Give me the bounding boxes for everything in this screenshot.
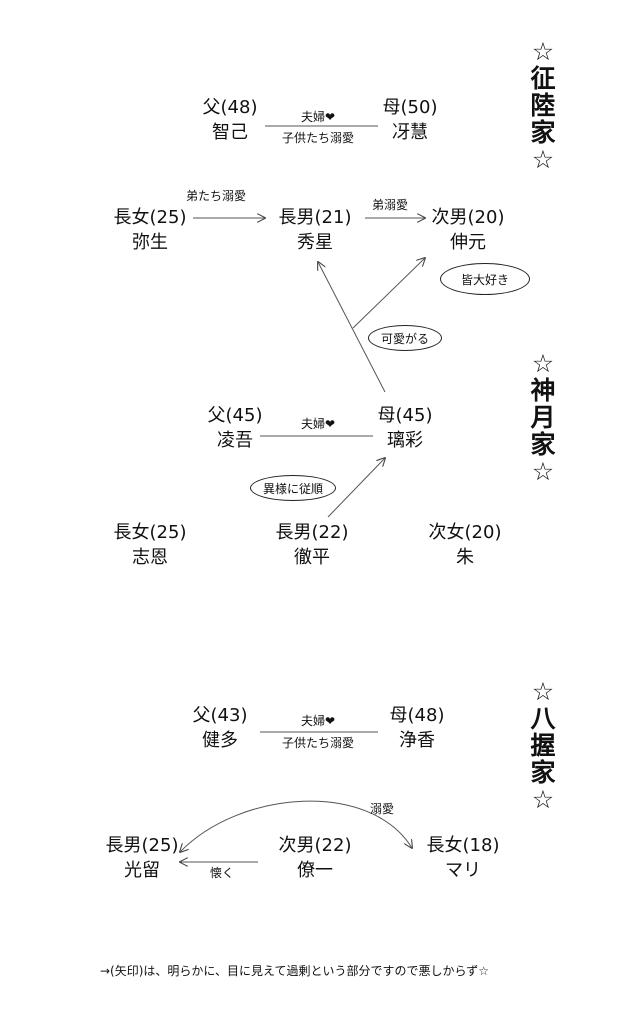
family-title-yatsuka: ☆ 八 握 家 ☆ xyxy=(530,677,556,814)
arrow-mitsuru-to-mari xyxy=(180,800,412,852)
arrow-teppei-to-risa xyxy=(327,458,385,518)
couple-label-seiriku: 夫婦❤ xyxy=(300,110,336,124)
father-tomomi: 父(48) 智己 xyxy=(202,97,258,143)
child-ryoichi: 次男(22) 僚一 xyxy=(278,835,352,881)
mother-kyoka: 母(48) 浄香 xyxy=(389,705,445,751)
label-everyone-love: 皆大好き xyxy=(440,263,530,295)
family-title-seiriku: ☆ 征 陸 家 ☆ xyxy=(530,37,556,174)
label-brother-love: 弟溺愛 xyxy=(371,198,409,212)
family-title-kamitsuki: ☆ 神 月 家 ☆ xyxy=(530,349,556,486)
children-love-label-seiriku: 子供たち溺愛 xyxy=(281,131,355,145)
child-mari: 長女(18) マリ xyxy=(426,835,500,881)
heart-icon: ❤ xyxy=(324,110,336,124)
father-ryogo: 父(45) 凌吾 xyxy=(207,405,263,451)
child-nobuchika: 次男(20) 伸元 xyxy=(431,207,505,253)
arrow-risa-to-shusei xyxy=(318,262,386,393)
child-shusei: 長男(21) 秀星 xyxy=(278,207,352,253)
mother-risa: 母(45) 璃彩 xyxy=(377,405,433,451)
label-obey: 異様に従順 xyxy=(250,475,336,501)
heart-icon: ❤ xyxy=(324,417,336,431)
child-teppei: 長男(22) 徹平 xyxy=(275,522,349,568)
child-mitsuru: 長男(25) 光留 xyxy=(105,835,179,881)
mother-saeki: 母(50) 冴慧 xyxy=(382,97,438,143)
footer-note: →(矢印)は、明らかに、目に見えて過剰という部分ですので悪しからず☆ xyxy=(100,964,489,978)
arrow-risa-to-nobuchika xyxy=(352,258,425,329)
child-yayoi: 長女(25) 弥生 xyxy=(113,207,187,253)
father-kenta: 父(43) 健多 xyxy=(192,705,248,751)
heart-icon: ❤ xyxy=(324,714,336,728)
label-cute: 可愛がる xyxy=(368,325,442,351)
label-elder-to-brothers: 弟たち溺愛 xyxy=(185,189,247,203)
child-shion: 長女(25) 志恩 xyxy=(113,522,187,568)
couple-label-kamitsuki: 夫婦❤ xyxy=(300,417,336,431)
couple-label-yatsuka: 夫婦❤ xyxy=(300,714,336,728)
label-dote: 溺愛 xyxy=(369,802,395,816)
children-love-label-yatsuka: 子供たち溺愛 xyxy=(281,736,355,750)
label-attached: 懐く xyxy=(209,866,235,880)
child-akane: 次女(20) 朱 xyxy=(428,522,502,568)
